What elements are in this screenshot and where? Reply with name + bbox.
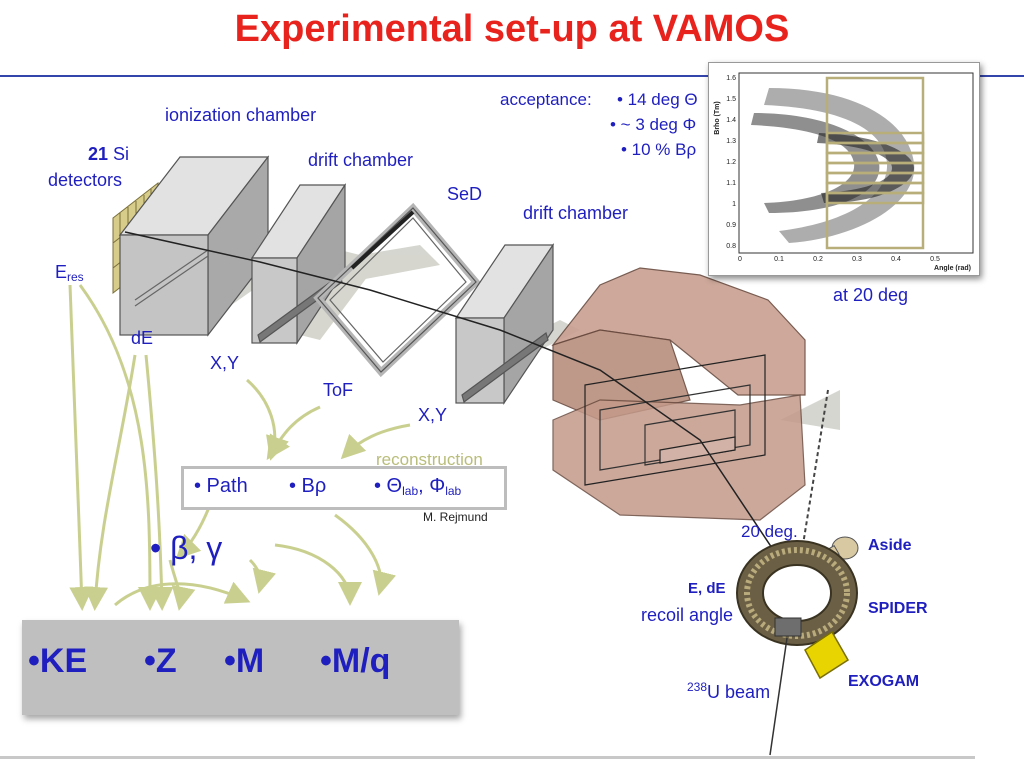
flow-arrows [68,284,411,611]
sed-detector [313,202,481,378]
drift-chamber-2-label: drift chamber [523,203,629,223]
result-ke: •KE [28,642,88,680]
tof-label: ToF [323,380,354,400]
spider-label: SPIDER [868,600,928,617]
footer-rule [0,756,975,759]
si-detectors-label-line2: detectors [48,170,123,190]
inset-ytick-1: 1.5 [726,96,736,103]
e-res-main: E [55,262,68,282]
beam-label: 238U beam [687,680,770,703]
results-band: •KE •Z •M •M/q [22,620,459,715]
ionization-chamber-label: ionization chamber [165,105,317,125]
xy-label-1: X,Y [210,353,240,373]
de-label: dE [131,328,154,348]
inset-xtick-0: 0 [738,256,742,263]
recon-theta: • Θ [374,475,403,497]
sed-label: SeD [447,184,483,204]
acceptance-phi: • ~ 3 deg Φ [610,115,697,134]
recon-sep: , Φ [418,475,446,497]
title-rule [0,75,1024,77]
inset-ylabel: Brho (Tm) [714,101,721,134]
spider-detector [736,540,858,646]
recoil-angle-label: recoil angle [641,605,734,625]
page-title: Experimental set-up at VAMOS [234,8,790,50]
twenty-deg-label: 20 deg. [741,522,798,541]
beam-sup: 238 [687,680,708,694]
ionization-chamber [118,155,270,337]
recon-brho: • Bρ [289,475,327,497]
e-res-sub: res [67,270,84,284]
result-mq: •M/q [320,642,391,680]
at-20-deg-label: at 20 deg [833,285,909,305]
acceptance-label: acceptance: [500,90,592,109]
drift-chamber-1-label: drift chamber [308,150,414,170]
drift-chamber-2 [454,243,555,405]
acceptance-brho: • 10 % Bρ [621,140,697,159]
inset-ytick-5: 1.1 [726,180,736,187]
inset-ytick-8: 0.8 [726,243,736,250]
vamos-magnet [551,267,806,521]
reconstruction-box: • Path • Bρ • Θlab, Φlab [181,466,507,510]
xy-label-2: X,Y [418,405,448,425]
si-detectors-label-line1: 21 Si [88,144,129,165]
beam-text: U beam [707,682,771,702]
recon-angles: • Θlab, Φlab [374,475,461,498]
inset-acceptance-boxes [825,76,925,250]
inset-ytick-7: 0.9 [726,222,736,229]
e-res-label: Eres [55,262,84,284]
inset-ytick-4: 1.2 [726,159,736,166]
inset-xtick-3: 0.3 [852,256,862,263]
acceptance-theta: • 14 deg Θ [617,90,698,109]
recon-path: • Path [194,475,248,497]
recon-phi-sub: lab [445,484,462,498]
inset-xtick-2: 0.2 [813,256,823,263]
beta-gamma-label: • β, γ [150,530,223,566]
si-count: 21 [88,144,109,164]
exogam-label: EXOGAM [848,673,920,690]
credit-label: M. Rejmund [423,510,488,524]
exogam-detector [804,630,850,680]
inset-ytick-0: 1.6 [726,75,736,82]
result-z: •Z [144,642,177,680]
inset-xtick-5: 0.5 [930,256,940,263]
reconstruction-label: reconstruction [376,450,483,469]
recon-theta-sub: lab [402,484,419,498]
inset-xtick-4: 0.4 [891,256,901,263]
aside-label: Aside [868,537,912,554]
inset-xlabel: Angle (rad) [934,265,971,272]
inset-ytick-6: 1 [732,201,736,208]
inset-ytick-2: 1.4 [726,117,736,124]
inset-ytick-3: 1.3 [726,138,736,145]
result-m: •M [224,642,265,680]
inset-xtick-1: 0.1 [774,256,784,263]
inset-plot: 1.6 1.5 1.4 1.3 1.2 1.1 1 0.9 0.8 0 0.1 … [708,62,980,276]
e-de-label: E, dE [688,580,726,597]
inset-plot-svg: 1.6 1.5 1.4 1.3 1.2 1.1 1 0.9 0.8 0 0.1 … [714,72,974,272]
beam-line [769,637,788,756]
si-text: Si [108,144,130,164]
ion-trajectory [124,231,791,576]
